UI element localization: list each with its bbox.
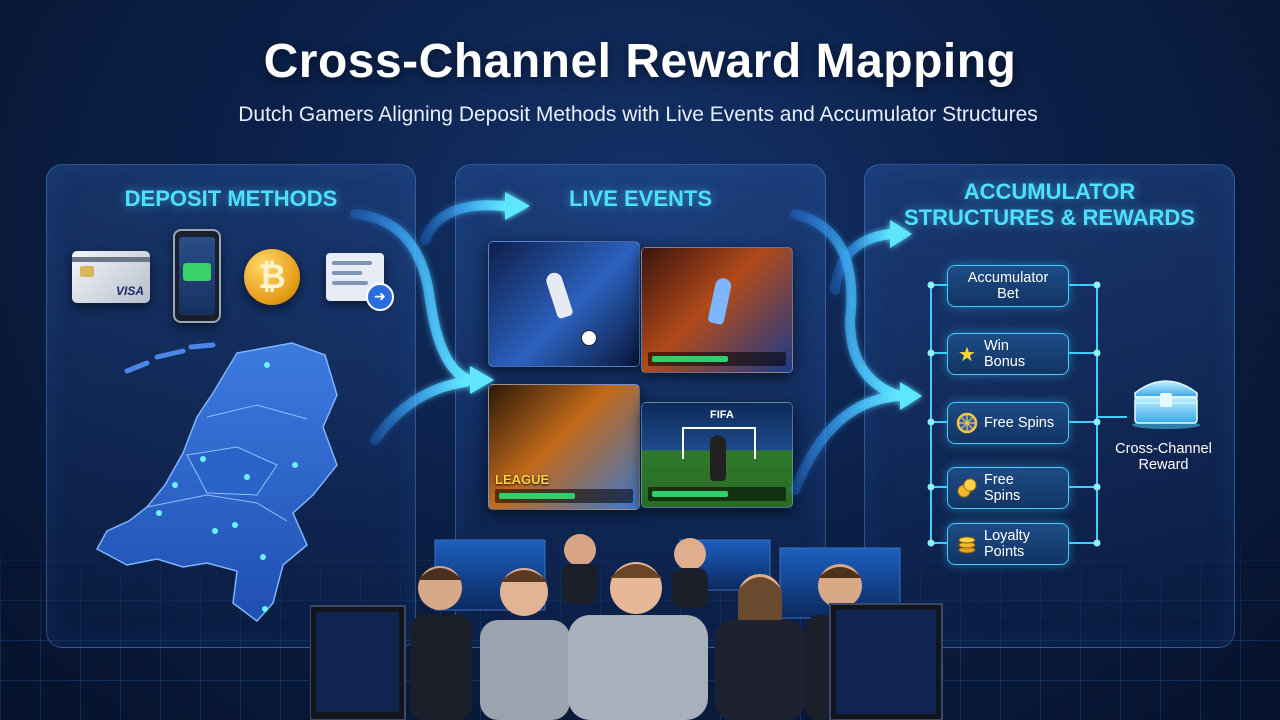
live-event-tile-moba[interactable]: LEAGUE	[488, 384, 640, 510]
coins-icon	[956, 477, 978, 499]
free-spins-node[interactable]: Free Spins	[947, 402, 1069, 444]
page-title: Cross-Channel Reward Mapping	[263, 35, 1017, 88]
credit-card-icon: VISA	[72, 251, 150, 303]
accumulator-heading-line2: STRUCTURES & REWARDS	[904, 205, 1195, 230]
free-spins-coins-label: Free Spins	[984, 472, 1021, 504]
event-hud-bar	[648, 352, 786, 366]
fifa-label: FIFA	[710, 409, 734, 421]
live-event-tile-fifa[interactable]: FIFA	[641, 402, 793, 508]
wheel-icon	[956, 412, 978, 434]
live-event-tile-football[interactable]	[488, 241, 640, 367]
accumulator-panel: ACCUMULATOR STRUCTURES & REWARDS Accumul…	[864, 164, 1235, 648]
star-icon: ★	[958, 343, 976, 366]
bank-transfer-icon: ➜	[326, 253, 394, 311]
smartphone-icon	[173, 229, 221, 323]
netherlands-map	[95, 342, 338, 623]
loyalty-points-label: Loyalty Points	[984, 528, 1030, 560]
live-events-heading: LIVE EVENTS	[568, 186, 713, 211]
accumulator-connector-lines	[927, 281, 1127, 547]
accumulator-bet-label: Accumulator Bet	[967, 270, 1049, 302]
card-brand-label: VISA	[115, 284, 144, 298]
gamers-group-illustration	[310, 534, 943, 720]
free-spins-coins-node[interactable]: Free Spins	[947, 467, 1069, 509]
deposit-methods-panel: DEPOSIT METHODS VISA ₿ ➜	[46, 164, 416, 648]
live-event-tile-esports[interactable]	[641, 247, 793, 373]
loyalty-points-node[interactable]: Loyalty Points	[947, 523, 1069, 565]
league-label: LEAGUE	[495, 472, 550, 487]
page-subtitle: Dutch Gamers Aligning Deposit Methods wi…	[238, 103, 1038, 126]
goal-icon	[682, 427, 756, 459]
win-bonus-node[interactable]: ★ Win Bonus	[947, 333, 1069, 375]
bitcoin-icon: ₿	[244, 249, 300, 305]
plus-badge-icon: ➜	[366, 283, 394, 311]
accumulator-bet-node[interactable]: Accumulator Bet	[947, 265, 1069, 307]
cross-channel-reward-label: Cross-Channel Reward	[1115, 441, 1212, 473]
goalkeeper-figure	[710, 435, 726, 481]
event-hud-bar	[648, 487, 786, 501]
deposit-methods-heading: DEPOSIT METHODS	[124, 186, 338, 211]
coin-stack-icon	[956, 533, 978, 555]
football-icon	[581, 330, 597, 346]
accumulator-heading: ACCUMULATOR STRUCTURES & REWARDS	[865, 179, 1234, 231]
treasure-chest-icon	[1132, 380, 1200, 429]
win-bonus-label: Win Bonus	[984, 338, 1026, 370]
accumulator-heading-line1: ACCUMULATOR	[963, 179, 1136, 204]
free-spins-label: Free Spins	[984, 415, 1055, 431]
event-hud-bar	[495, 489, 633, 503]
